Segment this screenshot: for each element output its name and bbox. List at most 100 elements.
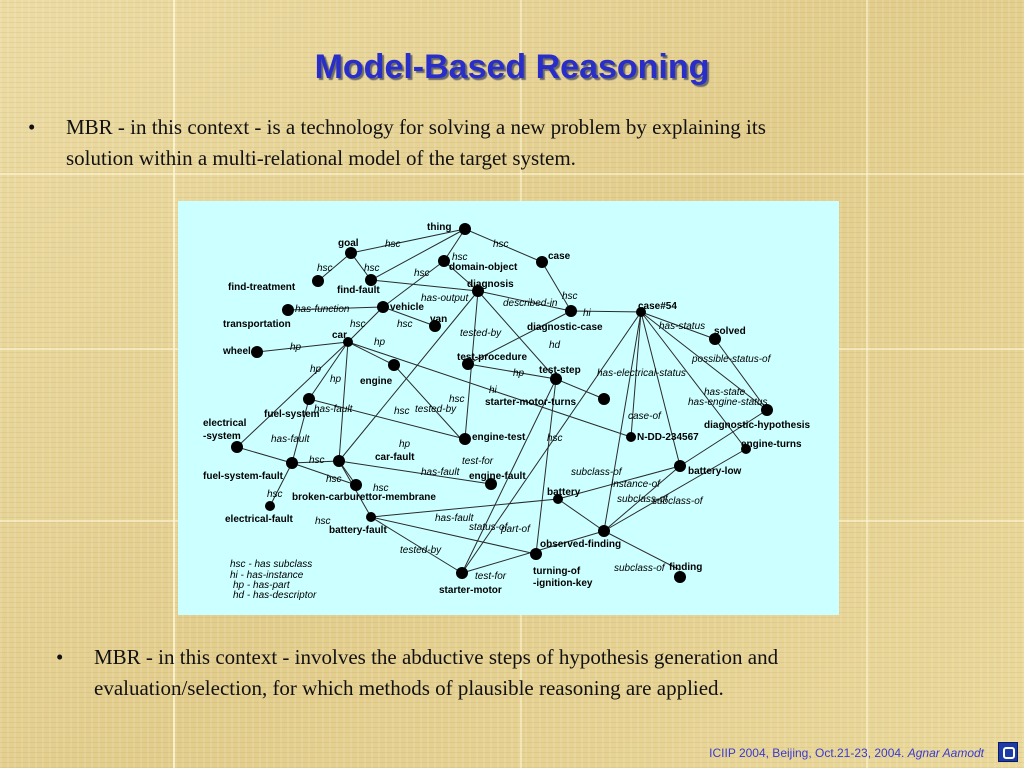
node-label: electrical-fault <box>225 514 293 525</box>
edge-label: hp <box>310 364 322 375</box>
edge-label: subclass-of <box>571 467 623 478</box>
node-label: finding <box>669 562 702 573</box>
bullet-text-line: solution within a multi-relational model… <box>66 146 576 170</box>
node-fuel-system <box>303 393 315 405</box>
edge-label: has-fault <box>421 467 461 478</box>
node-label: van <box>430 314 447 325</box>
edge-label: tested-by <box>460 328 502 339</box>
node-label: find-fault <box>337 285 380 296</box>
network-nodes <box>231 223 773 583</box>
node-label: case#54 <box>638 301 677 312</box>
edge-label: hsc <box>315 516 331 527</box>
edge-label: hi <box>489 385 498 396</box>
node-find-fault <box>365 274 377 286</box>
node-label: turning-of <box>533 566 581 577</box>
node-label: battery-low <box>688 466 742 477</box>
semantic-network-svg: thing goal case domain-object diagnosis … <box>203 222 811 601</box>
node-label: test-step <box>539 365 581 376</box>
node-label: engine-turns <box>741 439 802 450</box>
edge-label: hsc <box>394 406 410 417</box>
node-label: case <box>548 251 571 262</box>
bullet-1: • MBR - in this context - is a technolog… <box>28 112 988 176</box>
edge-label: subclass-of <box>652 496 704 507</box>
edge-label: subclass-of <box>614 563 666 574</box>
node-starter-motor-turns <box>598 393 610 405</box>
node-test-procedure <box>462 358 474 370</box>
navigation-ring-icon <box>1003 747 1015 759</box>
node-label: find-treatment <box>228 282 296 293</box>
legend-line: hsc - has subclass <box>230 559 312 570</box>
edge-label: hsc <box>397 319 413 330</box>
node-diagnostic-hypothesis <box>761 404 773 416</box>
edge-label: has-fault <box>314 404 354 415</box>
graph-legend: hsc - has subclass hi - has-instance hp … <box>230 559 317 601</box>
edge-label: possible-status-of <box>691 354 772 365</box>
node-label: broken-carburettor-membrane <box>292 492 436 503</box>
node-case <box>536 256 548 268</box>
node-label: -ignition-key <box>533 578 593 589</box>
node-label: fuel-system <box>264 409 320 420</box>
node-label: car <box>332 330 347 341</box>
node-broken-carburettor-membrane <box>350 479 362 491</box>
background-tile-line <box>173 0 175 768</box>
node-label: test-procedure <box>457 352 527 363</box>
node-van <box>429 320 441 332</box>
edge-label: hsc <box>350 319 366 330</box>
node-engine <box>388 359 400 371</box>
node-label: diagnostic-case <box>527 322 603 333</box>
node-domain-object <box>438 255 450 267</box>
node-starter-motor <box>456 567 468 579</box>
legend-line: hi - has-instance <box>230 570 304 581</box>
node-label: battery-fault <box>329 525 387 536</box>
node-label: engine-test <box>472 432 526 443</box>
node-label: car-fault <box>375 452 415 463</box>
edge-label: hp <box>374 337 386 348</box>
edge-label: hp <box>513 368 525 379</box>
bullet-2: • MBR - in this context - involves the a… <box>56 642 986 706</box>
edge-label: hsc <box>414 268 430 279</box>
node-turning-of-ignition-key <box>530 548 542 560</box>
node-label: -system <box>203 431 241 442</box>
bullet-text-line: evaluation/selection, for which methods … <box>94 676 724 700</box>
node-label: domain-object <box>449 262 518 273</box>
edge-label: has-function <box>295 304 350 315</box>
node-label: engine-fault <box>469 471 526 482</box>
node-label: N-DD-234567 <box>637 432 699 443</box>
edge-label: status-of <box>469 522 509 533</box>
edge-label: hsc <box>267 489 283 500</box>
edge-label: has-electrical-status <box>597 368 686 379</box>
edge-label: hp <box>290 342 302 353</box>
edge-label: hsc <box>364 263 380 274</box>
edge-label: test-for <box>462 456 494 467</box>
edge-label: hsc <box>373 483 389 494</box>
bullet-text-line: MBR - in this context - is a technology … <box>66 115 766 139</box>
legend-line: hd - has-descriptor <box>233 590 317 601</box>
edge-label: described-in <box>503 298 558 309</box>
node-solved <box>709 333 721 345</box>
node-label: goal <box>338 238 359 249</box>
node-label: electrical <box>203 418 247 429</box>
node-electrical-system <box>231 441 243 453</box>
edge-label: has-fault <box>271 434 311 445</box>
footer-author: Agnar Aamodt <box>907 746 984 760</box>
footer-event: ICIIP 2004, Beijing, Oct.21-23, 2004. <box>709 746 905 760</box>
node-label: diagnostic-hypothesis <box>704 420 811 431</box>
node-vehicle <box>377 301 389 313</box>
node-diagnostic-case <box>565 305 577 317</box>
edge-label: hsc <box>547 433 563 444</box>
edge-label: has-state <box>704 387 746 398</box>
bullet-text-line: MBR - in this context - involves the abd… <box>94 645 779 669</box>
node-label: fuel-system-fault <box>203 471 284 482</box>
node-engine-fault <box>485 478 497 490</box>
network-edges <box>236 228 768 574</box>
node-test-step <box>550 373 562 385</box>
slide-title: Model-Based Reasoning <box>314 48 710 86</box>
edge-label: hsc <box>562 291 578 302</box>
edge-label: test-for <box>475 571 507 582</box>
slide-navigation-icon[interactable] <box>998 742 1018 762</box>
edge-label: case-of <box>628 411 662 422</box>
node-labels: thing goal case domain-object diagnosis … <box>203 222 811 596</box>
node-goal <box>345 247 357 259</box>
node-battery-fault <box>366 512 376 522</box>
bullet-marker: • <box>28 115 36 139</box>
